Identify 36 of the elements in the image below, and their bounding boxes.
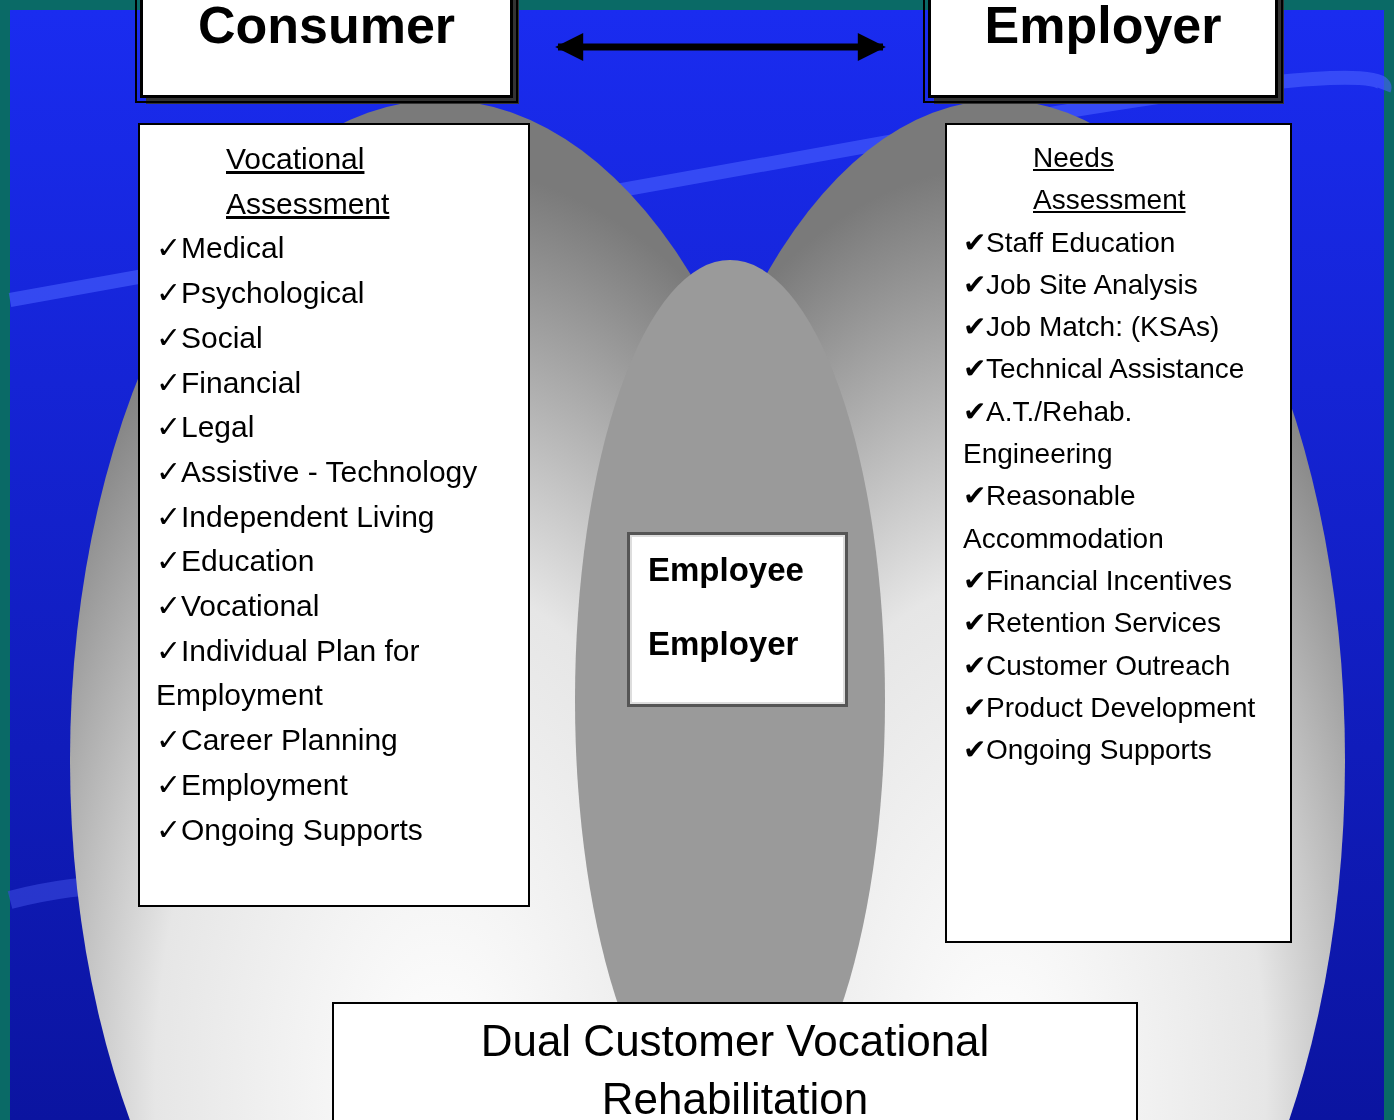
list-heading: Needs Assessment bbox=[1033, 141, 1187, 218]
box-title: Employer bbox=[984, 0, 1222, 55]
box-title: Consumer bbox=[197, 0, 456, 55]
list-item: ✔Reasonable Accommodation bbox=[963, 479, 1165, 556]
list-item: ✔Retention Services bbox=[963, 606, 1222, 641]
list-box bbox=[945, 123, 1292, 943]
list-item: ✓Legal bbox=[156, 409, 256, 446]
list-item: ✓Independent Living bbox=[156, 498, 436, 535]
list-heading: Vocational Assessment bbox=[226, 141, 391, 222]
list-item: ✔Financial Incentives bbox=[963, 563, 1233, 598]
list-item: ✓Employment bbox=[156, 766, 349, 803]
list-item: ✔Ongoing Supports bbox=[963, 733, 1213, 768]
box-label: Employer bbox=[648, 625, 800, 663]
list-item: ✓Medical bbox=[156, 230, 286, 267]
list-item: ✓Psychological bbox=[156, 275, 366, 312]
list-item: ✓Education bbox=[156, 543, 316, 580]
list-item: ✔Job Match: (KSAs) bbox=[963, 310, 1221, 345]
list-box bbox=[138, 123, 530, 907]
list-item: ✓Social bbox=[156, 319, 264, 356]
list-item: ✓Financial bbox=[156, 364, 303, 401]
list-item: ✔Customer Outreach bbox=[963, 648, 1232, 683]
list-item: ✔Job Site Analysis bbox=[963, 267, 1199, 302]
list-item: ✓Ongoing Supports bbox=[156, 811, 424, 848]
list-item: ✔A.T./Rehab. Engineering bbox=[963, 394, 1134, 472]
list-item: ✓Career Planning bbox=[156, 722, 399, 759]
list-item: ✔Staff Education bbox=[963, 225, 1177, 260]
center-box bbox=[627, 532, 848, 707]
banner-box bbox=[332, 1002, 1138, 1120]
list-item: ✔Product Development bbox=[963, 690, 1257, 725]
double-arrow bbox=[555, 33, 886, 61]
box-label: Dual Customer Vocational Rehabilitation bbox=[480, 1016, 990, 1120]
list-item: ✓Vocational bbox=[156, 588, 321, 625]
box-label: Employee bbox=[648, 551, 805, 589]
list-item: ✓Individual Plan for Employment bbox=[156, 632, 421, 714]
list-item: ✔Technical Assistance bbox=[963, 352, 1246, 387]
list-item: ✓Assistive - Technology bbox=[156, 453, 479, 490]
